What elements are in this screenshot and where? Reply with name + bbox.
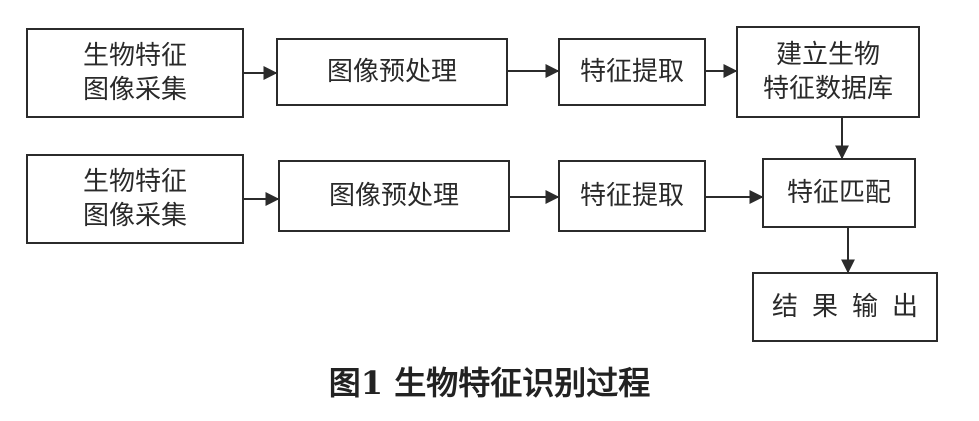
r1-capture-box: 生物特征 图像采集 bbox=[26, 28, 244, 118]
result-box: 结果输出 bbox=[752, 272, 938, 342]
match-box: 特征匹配 bbox=[762, 158, 916, 228]
r2-extract-box: 特征提取 bbox=[558, 160, 706, 232]
database-box: 建立生物 特征数据库 bbox=[736, 26, 920, 118]
r1-capture-label: 生物特征 图像采集 bbox=[82, 41, 187, 105]
database-label: 建立生物 特征数据库 bbox=[762, 40, 893, 104]
r1-extract-label: 特征提取 bbox=[579, 57, 684, 87]
r2-extract-label: 特征提取 bbox=[579, 181, 684, 211]
r1-extract-box: 特征提取 bbox=[558, 38, 706, 106]
r2-capture-box: 生物特征 图像采集 bbox=[26, 154, 244, 244]
figure-caption: 图1 生物特征识别过程 bbox=[328, 364, 651, 402]
r2-preprocess-box: 图像预处理 bbox=[278, 160, 510, 232]
match-label: 特征匹配 bbox=[786, 178, 891, 208]
r2-preprocess-label: 图像预处理 bbox=[328, 181, 459, 211]
result-label: 结果输出 bbox=[771, 292, 932, 322]
r2-capture-label: 生物特征 图像采集 bbox=[82, 167, 187, 231]
r1-preprocess-box: 图像预处理 bbox=[276, 38, 508, 106]
r1-preprocess-label: 图像预处理 bbox=[326, 57, 457, 87]
